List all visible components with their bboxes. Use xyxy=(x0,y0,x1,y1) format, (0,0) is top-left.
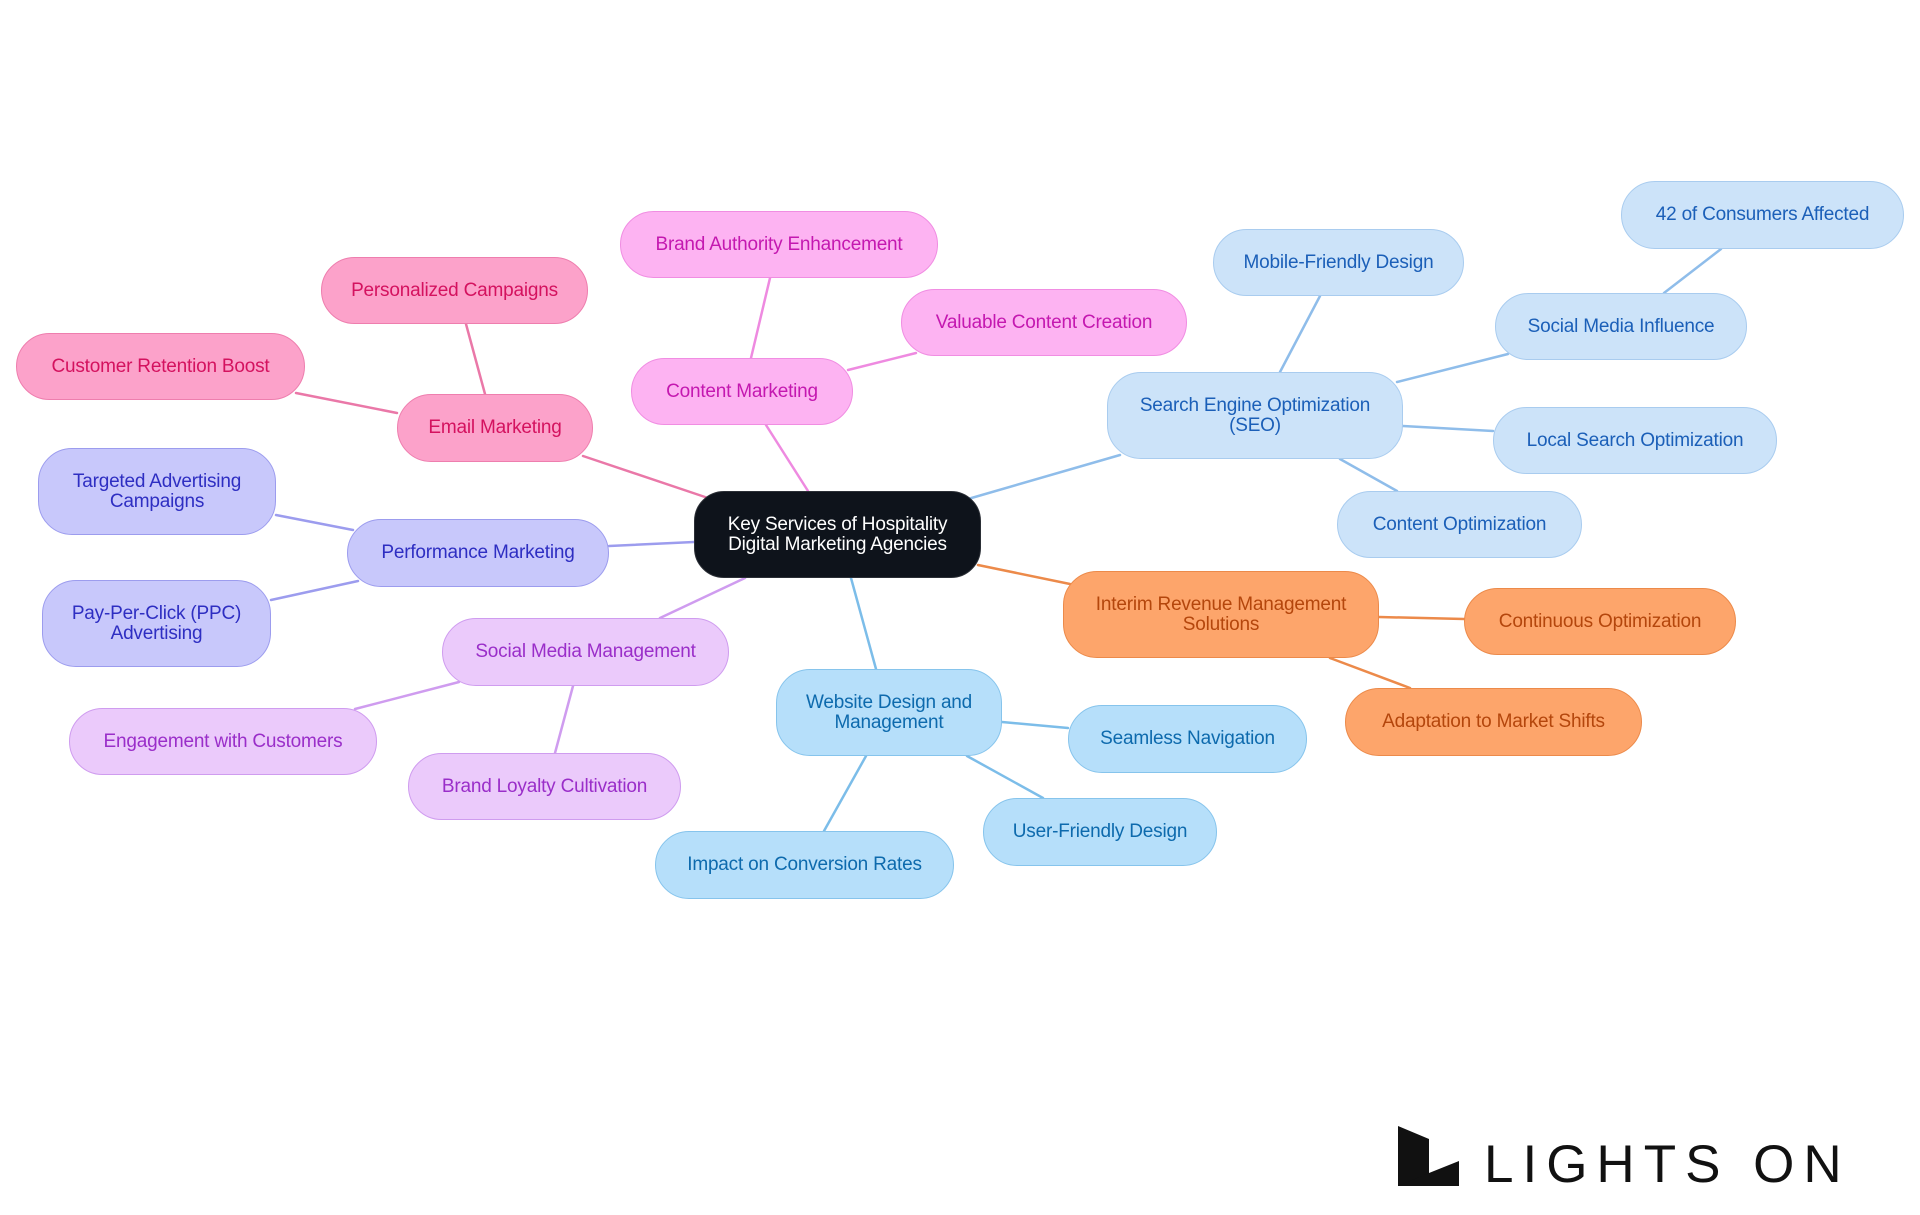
node-social-media-management[interactable]: Social Media Management xyxy=(442,618,729,686)
node-targeted-advertising[interactable]: Targeted Advertising Campaigns xyxy=(38,448,276,535)
node-brand-authority-enhancement[interactable]: Brand Authority Enhancement xyxy=(620,211,938,278)
node-adaptation-market-shifts[interactable]: Adaptation to Market Shifts xyxy=(1345,688,1642,756)
node-content-marketing[interactable]: Content Marketing xyxy=(631,358,853,425)
node-engagement-customers[interactable]: Engagement with Customers xyxy=(69,708,377,775)
node-brand-loyalty-cultivation[interactable]: Brand Loyalty Cultivation xyxy=(408,753,681,820)
node-social-media-influence[interactable]: Social Media Influence xyxy=(1495,293,1747,360)
node-mobile-friendly-design[interactable]: Mobile-Friendly Design xyxy=(1213,229,1464,296)
logo-text: LIGHTS ON xyxy=(1484,1135,1851,1194)
node-local-search-optimization[interactable]: Local Search Optimization xyxy=(1493,407,1777,474)
node-personalized-campaigns[interactable]: Personalized Campaigns xyxy=(321,257,588,324)
node-customer-retention-boost[interactable]: Customer Retention Boost xyxy=(16,333,305,400)
node-performance-marketing[interactable]: Performance Marketing xyxy=(347,519,609,587)
node-interim-revenue-management[interactable]: Interim Revenue Management Solutions xyxy=(1063,571,1379,658)
node-email-marketing[interactable]: Email Marketing xyxy=(397,394,593,462)
node-seamless-navigation[interactable]: Seamless Navigation xyxy=(1068,705,1307,773)
lights-on-logo-icon xyxy=(1398,1126,1459,1186)
node-website-design-management[interactable]: Website Design and Management xyxy=(776,669,1002,756)
node-ppc-advertising[interactable]: Pay-Per-Click (PPC) Advertising xyxy=(42,580,271,667)
node-user-friendly-design[interactable]: User-Friendly Design xyxy=(983,798,1217,866)
node-continuous-optimization[interactable]: Continuous Optimization xyxy=(1464,588,1736,655)
node-seo[interactable]: Search Engine Optimization (SEO) xyxy=(1107,372,1403,459)
node-impact-conversion-rates[interactable]: Impact on Conversion Rates xyxy=(655,831,954,899)
node-content-optimization[interactable]: Content Optimization xyxy=(1337,491,1582,558)
node-valuable-content-creation[interactable]: Valuable Content Creation xyxy=(901,289,1187,356)
node-42-consumers-affected[interactable]: 42 of Consumers Affected xyxy=(1621,181,1904,249)
center-node[interactable]: Key Services of Hospitality Digital Mark… xyxy=(694,491,981,578)
